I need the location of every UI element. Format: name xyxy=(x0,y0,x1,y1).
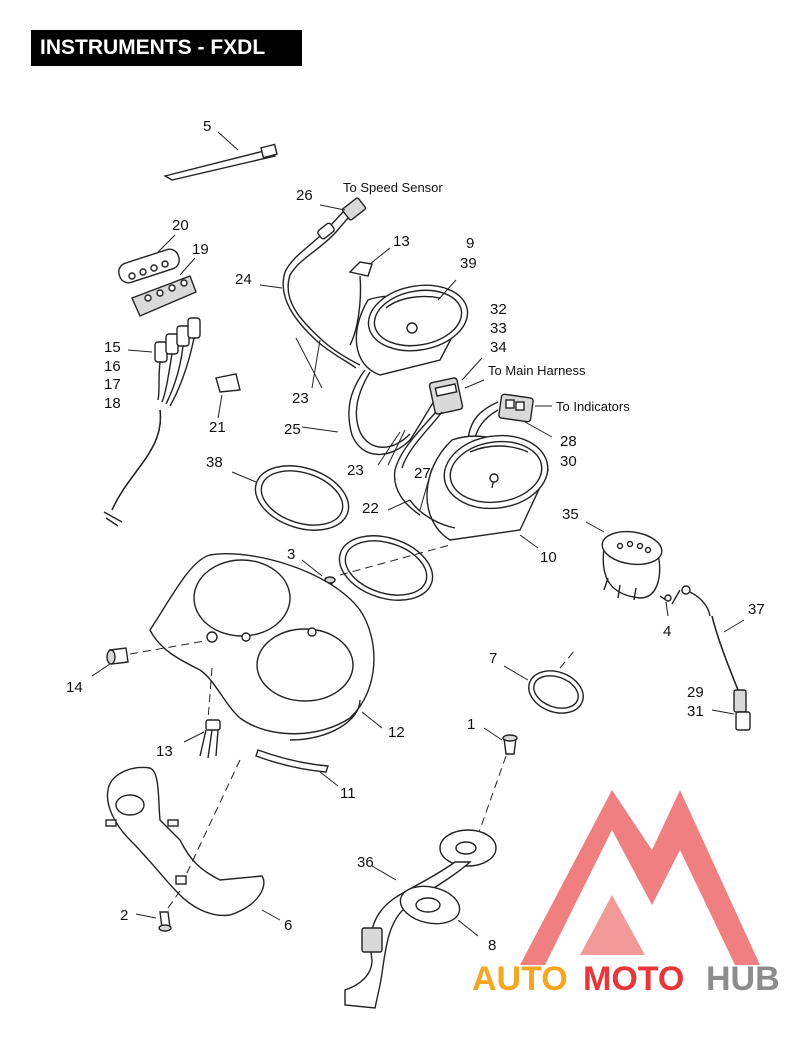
part-lamp-sockets-harness xyxy=(103,317,201,527)
callout-14: 14 xyxy=(66,679,83,696)
callout-16: 16 xyxy=(104,358,121,375)
callout-36: 36 xyxy=(357,854,374,871)
part-switch-13-lower xyxy=(183,719,221,759)
callout-4: 4 xyxy=(663,623,671,640)
part-lamp-harness-37 xyxy=(659,585,751,731)
note-to-indicators: To Indicators xyxy=(556,399,630,414)
callout-23-lower: 23 xyxy=(347,462,364,479)
part-tachometer xyxy=(377,429,549,549)
part-bolt-1 xyxy=(477,727,518,836)
part-mount-8 xyxy=(399,885,479,937)
part-mounting-bracket xyxy=(105,759,281,921)
watermark-moto: MOTO xyxy=(583,960,684,998)
callout-35: 35 xyxy=(562,506,579,523)
callout-26: 26 xyxy=(296,187,313,204)
part-ring-7 xyxy=(503,649,584,714)
callout-22: 22 xyxy=(362,500,379,517)
callout-28: 28 xyxy=(560,433,577,450)
callout-8: 8 xyxy=(488,937,496,954)
watermark-hub: HUB xyxy=(706,960,780,998)
callout-6: 6 xyxy=(284,917,292,934)
watermark-logo xyxy=(520,790,760,965)
note-to-speed-sensor: To Speed Sensor xyxy=(343,180,443,195)
callout-7: 7 xyxy=(489,650,497,667)
callout-25: 25 xyxy=(284,421,301,438)
part-bracket-36 xyxy=(344,829,497,1009)
callout-17: 17 xyxy=(104,376,121,393)
part-cable-strap xyxy=(163,131,278,181)
part-clip xyxy=(215,373,241,419)
callout-13-upper: 13 xyxy=(393,233,410,250)
page-title: INSTRUMENTS - FXDL xyxy=(31,30,302,66)
callout-20: 20 xyxy=(172,217,189,234)
part-indicator-lens xyxy=(118,234,180,284)
part-speedometer xyxy=(355,279,469,376)
part-gasket-ring xyxy=(338,535,451,601)
part-instrument-housing xyxy=(149,553,383,741)
callout-11: 11 xyxy=(340,785,356,802)
callout-1: 1 xyxy=(467,716,475,733)
callout-32: 32 xyxy=(490,301,507,318)
callout-19: 19 xyxy=(192,241,209,258)
callout-31: 31 xyxy=(687,703,704,720)
callout-13-lower: 13 xyxy=(156,743,173,760)
part-indicator-lamp-35 xyxy=(585,521,663,601)
callout-2: 2 xyxy=(120,907,128,924)
callout-34: 34 xyxy=(490,339,507,356)
callout-29: 29 xyxy=(687,684,704,701)
callout-33: 33 xyxy=(490,320,507,337)
part-screw-2 xyxy=(135,887,183,932)
part-grommet-14 xyxy=(91,640,206,677)
callout-5: 5 xyxy=(203,118,211,135)
callout-15: 15 xyxy=(104,339,121,356)
part-gasket-38 xyxy=(231,465,350,531)
callout-37: 37 xyxy=(748,601,765,618)
callout-24: 24 xyxy=(235,271,252,288)
note-to-main-harness: To Main Harness xyxy=(488,363,586,378)
part-seal-11 xyxy=(255,749,339,787)
part-main-harness-connector xyxy=(393,357,485,516)
part-speedometer-wiring xyxy=(259,197,439,456)
callout-3: 3 xyxy=(287,546,295,563)
callout-39: 39 xyxy=(460,255,477,272)
callout-38: 38 xyxy=(206,454,223,471)
callout-23-upper: 23 xyxy=(292,390,309,407)
callout-9: 9 xyxy=(466,235,474,252)
callout-18: 18 xyxy=(104,395,121,412)
watermark-auto: AUTO xyxy=(472,960,568,998)
callout-30: 30 xyxy=(560,453,577,470)
callout-numbers: 5 26 13 9 39 20 19 24 32 33 34 15 16 17 … xyxy=(66,118,765,954)
part-indicator-housing xyxy=(131,257,197,317)
callout-21: 21 xyxy=(209,419,226,436)
callout-27: 27 xyxy=(414,465,431,482)
callout-12: 12 xyxy=(388,724,405,741)
callout-10: 10 xyxy=(540,549,557,566)
